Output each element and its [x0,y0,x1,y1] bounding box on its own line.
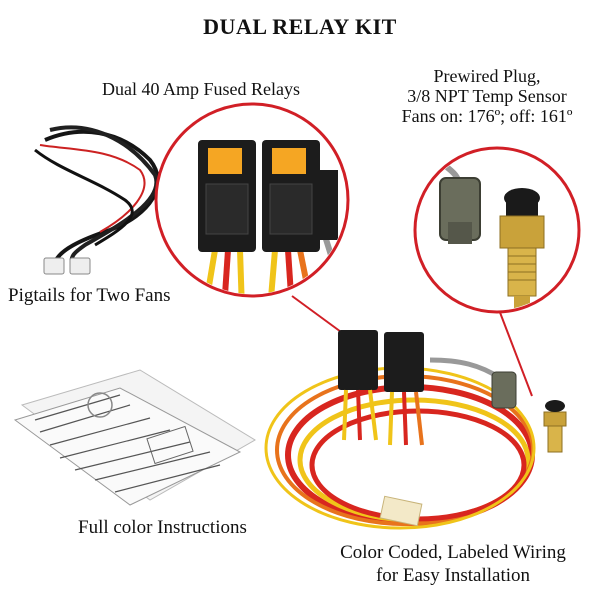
instructions-caption: Full color Instructions [78,517,247,538]
harness-label-band [379,495,423,527]
pigtail-wires [34,125,160,275]
relays-callout [154,102,350,298]
page-title: DUAL RELAY KIT [203,14,397,39]
relays-caption: Dual 40 Amp Fused Relays [102,79,300,99]
harness-plug [491,371,517,409]
plug-caption-line-2: 3/8 NPT Temp Sensor [407,86,567,106]
plug-caption-line-3: Fans on: 176º; off: 161º [401,106,573,126]
plug-sensor-caption: Prewired Plug, 3/8 NPT Temp Sensor Fans … [382,66,592,126]
callout-pointer-sensor [495,301,533,397]
pigtails-caption: Pigtails for Two Fans [8,285,171,306]
harness-relay-2 [384,332,424,392]
instruction-sheets [13,369,256,506]
plug-caption-line-1: Prewired Plug, [433,66,541,86]
fuse-1 [208,148,242,174]
wiring-caption: Color Coded, Labeled Wiring for Easy Ins… [308,541,598,587]
pigtail-connector-right [69,257,91,275]
fuse-2 [272,148,306,174]
wiring-caption-line-2: for Easy Installation [375,565,531,586]
wiring-harness [264,330,567,530]
wiring-caption-line-1: Color Coded, Labeled Wiring [340,542,566,563]
pigtail-connector-left [43,257,65,275]
temp-sensor [499,215,545,249]
sensor-callout [413,146,581,314]
harness-relay-1 [338,330,378,390]
harness-temp-sensor [543,411,567,427]
